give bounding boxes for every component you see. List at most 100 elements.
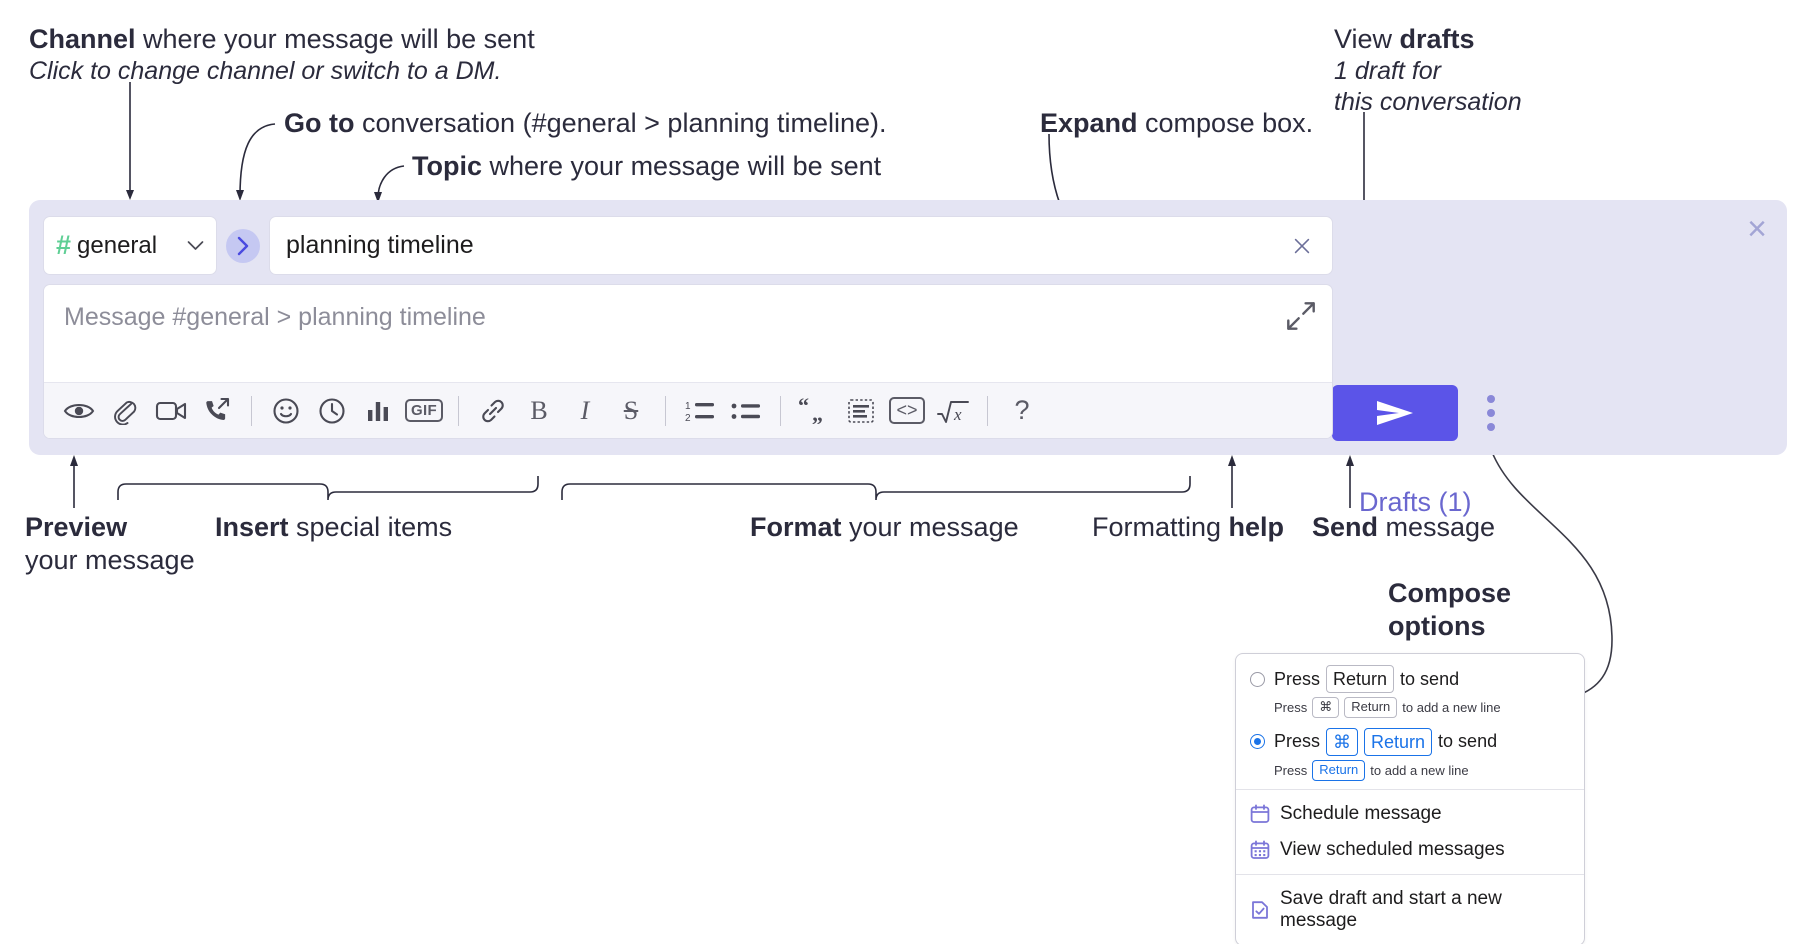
toolbar-divider bbox=[987, 395, 988, 426]
opt1-sub-pre: Press bbox=[1274, 700, 1308, 716]
draft-group: Save draft and start a new message bbox=[1236, 875, 1584, 944]
channel-selector[interactable]: # general bbox=[43, 216, 217, 275]
poll-icon[interactable] bbox=[355, 388, 401, 434]
annotation-expand: Expand compose box. bbox=[1040, 106, 1313, 141]
send-button[interactable] bbox=[1332, 385, 1458, 441]
key-command: ⌘ bbox=[1326, 727, 1359, 757]
overflow-dot bbox=[1487, 395, 1495, 403]
radio-unselected[interactable] bbox=[1250, 671, 1265, 687]
topic-field[interactable]: planning timeline bbox=[269, 216, 1333, 275]
svg-text:“: “ bbox=[798, 398, 809, 418]
toolbar-divider bbox=[458, 395, 459, 426]
menu-item-view-scheduled-label: View scheduled messages bbox=[1280, 838, 1505, 860]
message-placeholder: Message #general > planning timeline bbox=[64, 303, 486, 331]
annotation-send-bold: Send bbox=[1312, 512, 1379, 542]
toolbar-divider bbox=[780, 395, 781, 426]
italic-icon[interactable]: I bbox=[562, 388, 608, 434]
annotation-channel-sub: Click to change channel or switch to a D… bbox=[29, 55, 501, 88]
annotation-channel-rest: where your message will be sent bbox=[135, 24, 535, 54]
opt2-post: to send bbox=[1438, 731, 1498, 752]
annotation-topic-rest: where your message will be sent bbox=[482, 151, 882, 181]
link-icon[interactable] bbox=[470, 388, 516, 434]
goto-conversation-button[interactable] bbox=[226, 228, 260, 263]
annotation-goto-rest: conversation (#general > planning timeli… bbox=[354, 108, 887, 138]
menu-item-save-draft-label: Save draft and start a new message bbox=[1280, 887, 1502, 931]
send-option-cmd-return-sub: Press Return to add a new line bbox=[1236, 760, 1584, 781]
drafts-link[interactable]: Drafts (1) bbox=[1359, 487, 1472, 517]
message-input-area[interactable]: Message #general > planning timeline bbox=[44, 285, 1332, 382]
formatting-toolbar: GIF B I S bbox=[44, 382, 1332, 438]
code-label: <> bbox=[889, 396, 925, 425]
close-icon[interactable]: × bbox=[1747, 210, 1767, 248]
compose-inner: # general planning timeline Messag bbox=[43, 216, 1333, 439]
key-return: Return bbox=[1326, 665, 1395, 694]
annotation-format: Format your message bbox=[750, 510, 1019, 545]
strikethrough-icon[interactable]: S bbox=[608, 388, 654, 434]
schedule-group: Schedule message View scheduled messages bbox=[1236, 790, 1584, 874]
code-icon[interactable]: <> bbox=[884, 388, 930, 434]
svg-text:„: „ bbox=[812, 401, 823, 424]
annotation-drafts-sub2: this conversation bbox=[1334, 86, 1522, 119]
send-option-cmd-return[interactable]: Press ⌘ Return to send bbox=[1236, 726, 1584, 758]
annotation-drafts-pre: View bbox=[1334, 24, 1400, 54]
menu-item-save-draft[interactable]: Save draft and start a new message bbox=[1236, 881, 1584, 939]
expand-icon[interactable] bbox=[1286, 301, 1316, 331]
annotation-help-bold: help bbox=[1228, 512, 1285, 542]
annotation-topic: Topic where your message will be sent bbox=[412, 149, 881, 184]
code-block-icon[interactable] bbox=[838, 388, 884, 434]
ordered-list-icon[interactable]: 1 2 bbox=[677, 388, 723, 434]
gif-label: GIF bbox=[405, 398, 443, 423]
annotation-help-pre: Formatting bbox=[1092, 512, 1229, 542]
channel-name: general bbox=[77, 231, 158, 259]
send-option-cmd-return-label: Press ⌘ Return to send bbox=[1274, 727, 1498, 757]
annotation-topic-bold: Topic bbox=[412, 151, 482, 181]
opt1-post: to send bbox=[1400, 668, 1460, 689]
menu-item-view-scheduled[interactable]: View scheduled messages bbox=[1236, 832, 1584, 868]
annotation-preview-bold: Preview bbox=[25, 512, 128, 542]
math-icon[interactable]: x bbox=[930, 388, 976, 434]
opt2-sub-post: to add a new line bbox=[1370, 762, 1469, 778]
help-label: ? bbox=[1014, 395, 1030, 425]
annotation-drafts-sub1: 1 draft for bbox=[1334, 55, 1441, 88]
bold-label: B bbox=[530, 395, 548, 425]
annotation-help: Formatting help bbox=[1092, 510, 1284, 545]
annotation-compose-options-l1: Compose bbox=[1388, 576, 1511, 611]
annotation-drafts-sub1-text: 1 draft for bbox=[1334, 57, 1441, 85]
annotation-format-rest: your message bbox=[841, 512, 1019, 542]
bulleted-list-icon[interactable] bbox=[723, 388, 769, 434]
menu-item-schedule-message[interactable]: Schedule message bbox=[1236, 796, 1584, 832]
help-icon[interactable]: ? bbox=[999, 388, 1045, 434]
clock-icon[interactable] bbox=[309, 388, 355, 434]
annotation-compose-options-bold1: Compose bbox=[1388, 578, 1512, 608]
video-icon[interactable] bbox=[148, 388, 194, 434]
chevron-right-icon bbox=[237, 236, 249, 255]
annotation-send-rest: message bbox=[1378, 512, 1496, 542]
calendar-schedule-icon bbox=[1250, 804, 1270, 823]
opt2-pre: Press bbox=[1274, 731, 1321, 752]
blockquote-icon[interactable]: “ „ bbox=[792, 388, 838, 434]
annotation-send: Send message bbox=[1312, 510, 1495, 545]
key-command: ⌘ bbox=[1312, 697, 1340, 718]
bold-icon[interactable]: B bbox=[516, 388, 562, 434]
annotation-preview-line2: your message bbox=[25, 543, 195, 578]
topic-value: planning timeline bbox=[286, 231, 474, 259]
opt1-pre: Press bbox=[1274, 668, 1321, 689]
annotation-channel-bold: Channel bbox=[29, 24, 136, 54]
annotation-compose-options-l2: options bbox=[1388, 609, 1485, 644]
compose-options-button[interactable] bbox=[1477, 386, 1505, 440]
emoji-icon[interactable] bbox=[263, 388, 309, 434]
send-behavior-options: Press Return to send Press ⌘ Return to a… bbox=[1236, 654, 1584, 789]
key-return: Return bbox=[1344, 697, 1398, 718]
menu-divider bbox=[1236, 788, 1584, 790]
clear-topic-icon[interactable] bbox=[1288, 232, 1316, 260]
toolbar-divider bbox=[251, 395, 252, 426]
send-option-return-label: Press Return to send bbox=[1274, 665, 1460, 694]
attachment-icon[interactable] bbox=[102, 388, 148, 434]
gif-icon[interactable]: GIF bbox=[401, 388, 447, 434]
preview-icon[interactable] bbox=[56, 388, 102, 434]
annotation-insert: Insert special items bbox=[215, 510, 452, 545]
audio-call-icon[interactable] bbox=[194, 388, 240, 434]
annotation-goto: Go to conversation (#general > planning … bbox=[284, 106, 887, 141]
send-option-return[interactable]: Press Return to send bbox=[1236, 663, 1584, 695]
radio-selected[interactable] bbox=[1250, 734, 1265, 750]
